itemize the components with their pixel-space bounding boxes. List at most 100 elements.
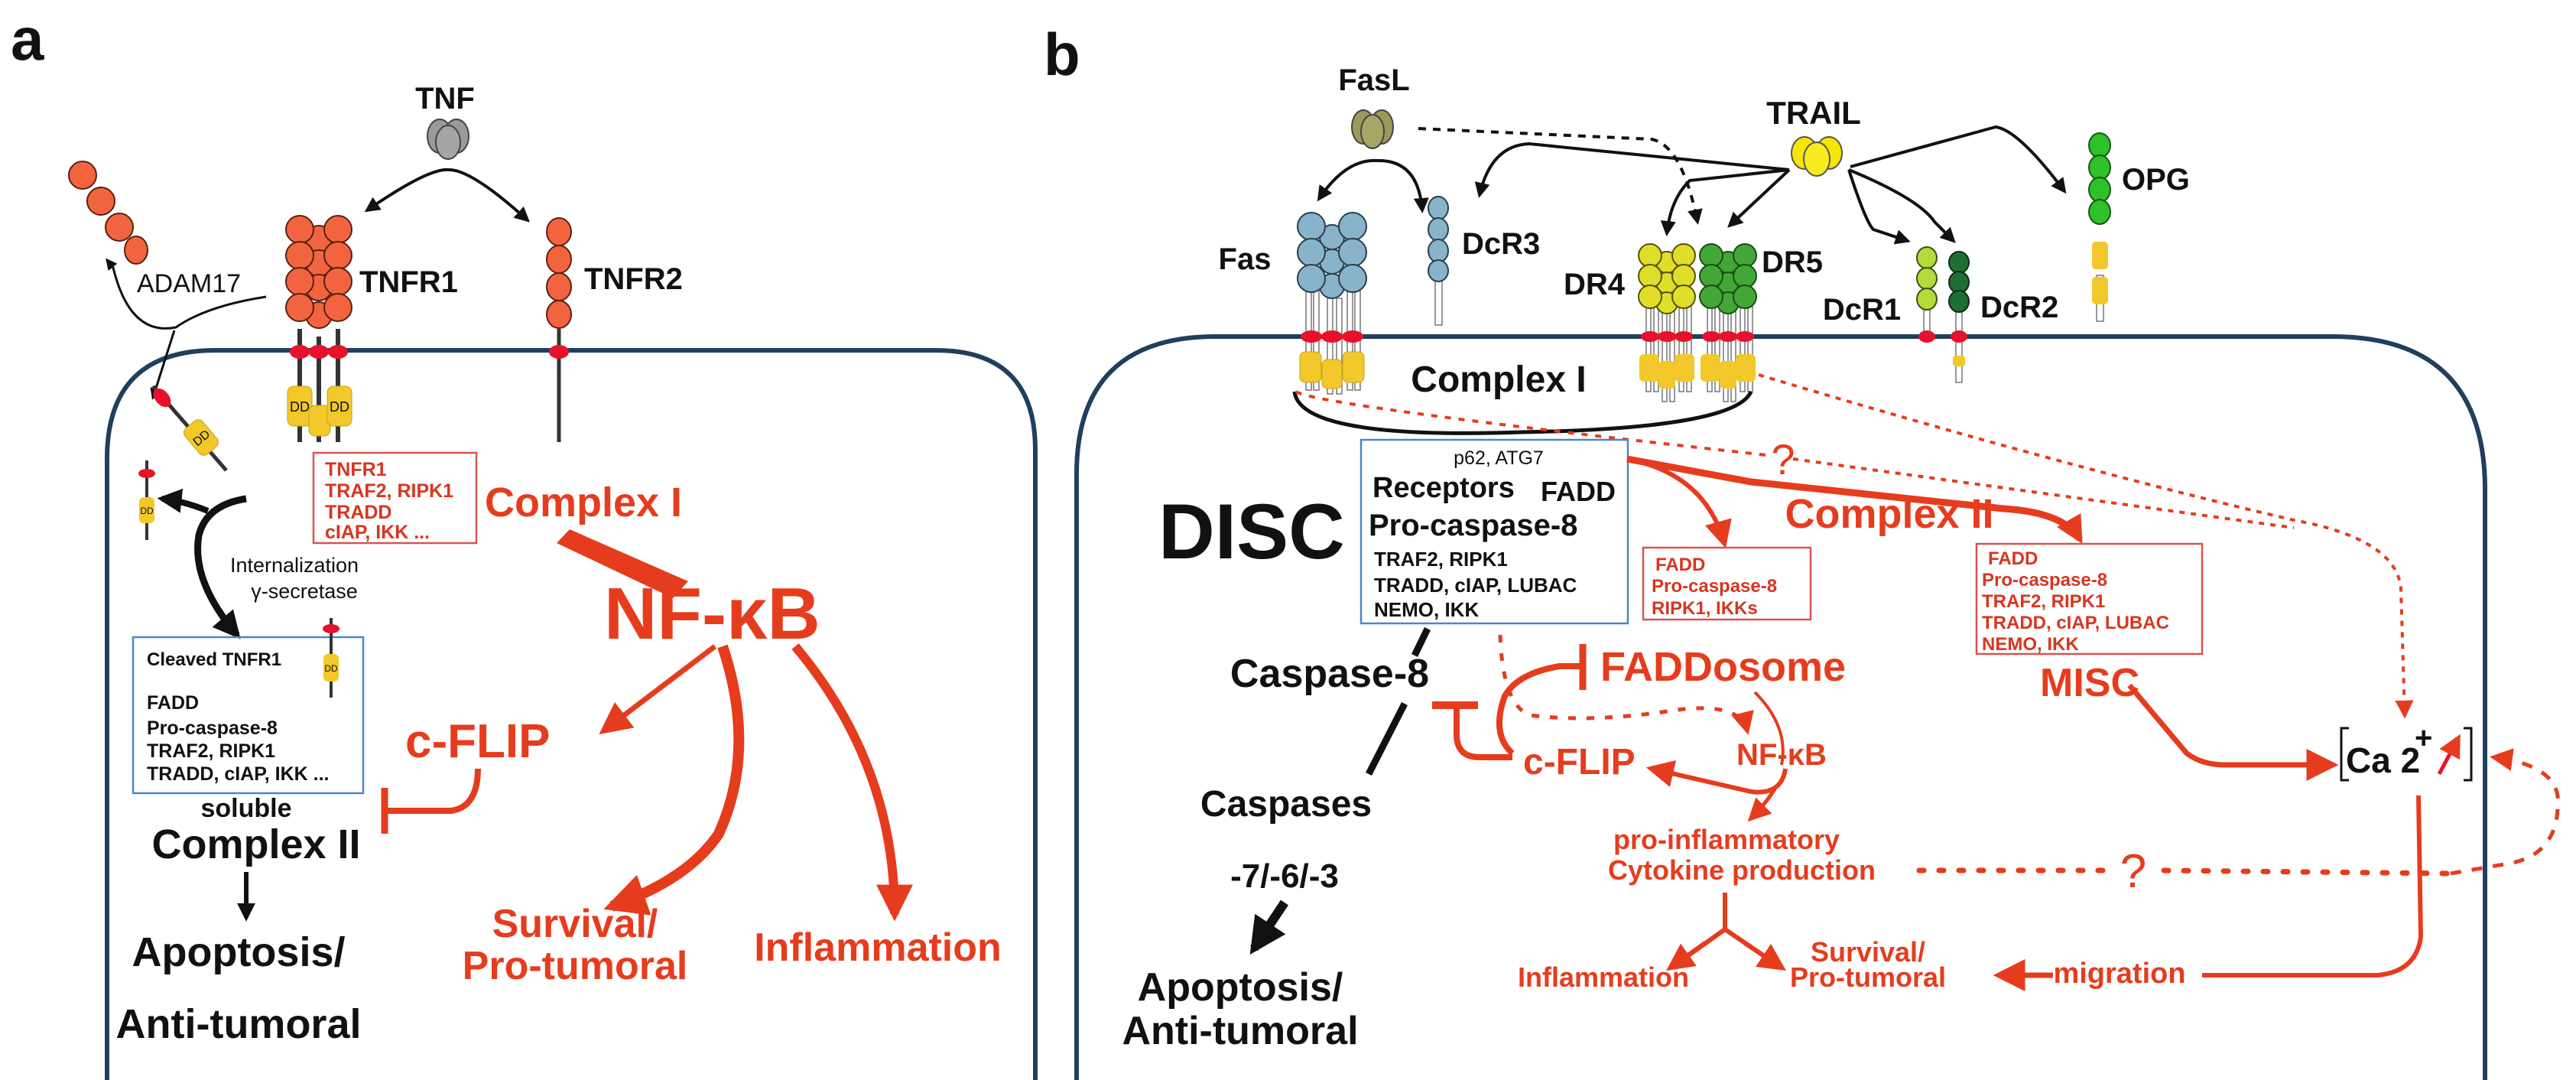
cytokine-production-label: Cytokine production bbox=[1608, 854, 1876, 886]
tnf-label: TNF bbox=[415, 82, 475, 115]
misc-box-line: TRAF2, RIPK1 bbox=[1982, 591, 2105, 612]
complex2-box-line: TRADD, cIAP, IKK ... bbox=[147, 763, 329, 785]
extracellular-dotted-to-calcium bbox=[2450, 748, 2560, 876]
cflip-inhibits-caspase8 bbox=[1454, 707, 1512, 760]
complex1-bracket bbox=[1292, 390, 1753, 435]
cleaved-tnfr1-icon: DD bbox=[323, 618, 339, 698]
fasl-trimer-icon bbox=[1351, 109, 1394, 149]
dcr3-label: DcR3 bbox=[1462, 227, 1540, 261]
cflip-label-b: c-FLIP bbox=[1523, 742, 1636, 782]
shed-tnfr1-ectodomain-icon bbox=[68, 161, 148, 265]
complex2-label: Complex II bbox=[151, 821, 360, 867]
disc-box bbox=[1359, 438, 1629, 625]
trail-to-dr4-arrow bbox=[1660, 168, 1790, 236]
complex1-box-line: cIAP, IKK ... bbox=[325, 522, 430, 543]
complex1-box-line: TRADD bbox=[325, 502, 392, 523]
caspases-label: Caspases bbox=[1200, 784, 1372, 825]
caspase-numbers-label: -7/-6/-3 bbox=[1230, 857, 1339, 895]
complex1-to-nfkb-arrow bbox=[557, 529, 688, 598]
misc-box-line: NEMO, IKK bbox=[1982, 634, 2079, 655]
complex2-box-line: Pro-caspase-8 bbox=[147, 717, 278, 739]
adam17-label: ADAM17 bbox=[137, 269, 241, 298]
disc-box-line: Pro-caspase-8 bbox=[1369, 509, 1577, 542]
misc-box-line: TRADD, cIAP, LUBAC bbox=[1982, 613, 2169, 633]
misc-box-line: FADD bbox=[1988, 548, 2038, 569]
disc-box-line: p62, ATG7 bbox=[1454, 447, 1544, 469]
apoptosis-label-a: Apoptosis/ bbox=[132, 929, 346, 975]
internalization-arrow bbox=[194, 495, 247, 639]
complex2-label-b: Complex II bbox=[1785, 491, 1993, 537]
cflip-label-a: c-FLIP bbox=[405, 715, 550, 768]
complex1-label: Complex I bbox=[485, 480, 682, 525]
complex1-dotted-to-question bbox=[1294, 390, 1767, 457]
opg-label: OPG bbox=[2122, 163, 2190, 197]
apoptosis-label-b: Apoptosis/ bbox=[1138, 965, 1343, 1010]
fas-label: Fas bbox=[1219, 242, 1272, 276]
fragment-arrow bbox=[157, 488, 210, 514]
disc-box-line: NEMO, IKK bbox=[1374, 598, 1479, 621]
death-domain-label: DD bbox=[324, 663, 338, 674]
soluble-label: soluble bbox=[200, 794, 291, 823]
trail-to-dcr1-arrow bbox=[1847, 169, 1911, 245]
dcr1-label: DcR1 bbox=[1823, 293, 1901, 327]
split-arrow-left bbox=[1666, 941, 1707, 971]
cell-membrane-b bbox=[1074, 334, 2487, 1080]
death-domain-label: DD bbox=[330, 399, 349, 415]
complex1-box-line: TNFR1 bbox=[325, 459, 387, 480]
gamma-secretase-label: γ-secretase bbox=[251, 580, 358, 603]
nfkb-label-b: NF-κB bbox=[1736, 738, 1827, 772]
cflip-inhibits-faddosome bbox=[1496, 663, 1581, 756]
disc-box-line: Receptors bbox=[1372, 472, 1515, 504]
dcr3-receptor-icon bbox=[1428, 196, 1449, 326]
survival-label-b: Survival/ bbox=[1811, 936, 1925, 968]
calcium-superscript: + bbox=[2415, 721, 2432, 755]
adam17-arrow bbox=[106, 258, 267, 330]
panel-b: b FasL TRAIL bbox=[1044, 21, 2560, 1080]
internalization-label: Internalization bbox=[230, 554, 359, 577]
faddosome-box bbox=[1642, 546, 1812, 621]
complex1-box-line: TRAF2, RIPK1 bbox=[325, 480, 453, 502]
pro-inflammatory-label: pro-inflammatory bbox=[1613, 824, 1840, 855]
misc-box bbox=[1975, 542, 2204, 655]
calcium-indicator: Ca 2 + bbox=[2340, 721, 2473, 782]
nfkb-to-inflammation-arrow bbox=[791, 643, 913, 922]
faddosome-box-line: RIPK1, IKKs bbox=[1652, 598, 1758, 619]
faddosome-box-line: FADD bbox=[1655, 555, 1705, 575]
disc-dotted-to-nfkb bbox=[1498, 634, 1754, 735]
cleaving-tnfr1-icon: DD bbox=[151, 385, 228, 472]
question-mark-2: ? bbox=[2120, 845, 2146, 898]
panel-a: a TNF ADAM17 bbox=[11, 5, 1038, 1080]
disc-to-caspase8-line bbox=[1411, 627, 1431, 657]
nfkb-label: NF-κB bbox=[604, 573, 820, 655]
disc-label: DISC bbox=[1158, 488, 1345, 575]
trail-to-dcr3-arrow bbox=[1474, 142, 1790, 198]
dcr2-receptor-icon bbox=[1948, 251, 1970, 383]
question-mark: ? bbox=[1771, 435, 1795, 483]
adam17-cleave-arrow bbox=[150, 330, 176, 400]
nfkb-to-cflip-arrow bbox=[1645, 760, 1788, 795]
misc-box-line: Pro-caspase-8 bbox=[1982, 570, 2107, 590]
tnf-arrow-tnfr2 bbox=[447, 168, 530, 223]
cflip-inhibits-complex2 bbox=[386, 768, 481, 814]
trail-to-opg-arrow bbox=[1850, 125, 2067, 194]
fasl-label: FasL bbox=[1338, 63, 1409, 97]
pro-tumoral-label-b: Pro-tumoral bbox=[1790, 961, 1946, 993]
complex2-box-line: TRAF2, RIPK1 bbox=[147, 740, 275, 762]
tnfr1-label: TNFR1 bbox=[359, 265, 458, 299]
faddosome-to-nfkb-arc bbox=[1753, 691, 1785, 766]
split-arrow-right bbox=[1743, 941, 1786, 971]
disc-box-line: TRAF2, RIPK1 bbox=[1374, 548, 1508, 571]
dr4-receptor-icon bbox=[1638, 243, 1696, 402]
dcr1-receptor-icon bbox=[1916, 246, 1938, 343]
trail-to-dr5-arrow bbox=[1727, 168, 1791, 228]
caspase8-label: Caspase-8 bbox=[1230, 652, 1429, 696]
trail-trimer-icon bbox=[1791, 136, 1843, 177]
faddosome-label: FADDosome bbox=[1600, 644, 1846, 690]
fasl-to-fas-arrow bbox=[1317, 158, 1377, 202]
nfkb-to-survival-arrow bbox=[603, 644, 745, 916]
opg-receptor-icon bbox=[2088, 132, 2111, 322]
inflammation-label-a: Inflammation bbox=[754, 925, 1002, 970]
caspase8-to-caspases-line bbox=[1365, 701, 1408, 776]
anti-tumoral-label-b: Anti-tumoral bbox=[1122, 1009, 1358, 1053]
